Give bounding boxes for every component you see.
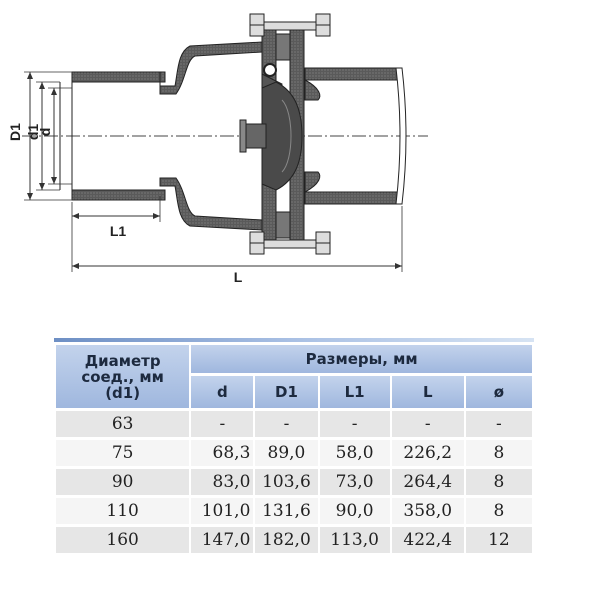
- table-row: 63 - - - - -: [56, 411, 532, 437]
- cell-L1: 113,0: [319, 527, 390, 553]
- cell-d1: 63: [56, 411, 190, 437]
- valve-drawing: D1 d1 d L1 L: [7, 13, 428, 285]
- label-L: L: [234, 269, 243, 285]
- check-disc: [261, 81, 303, 191]
- dimensions-table: Диаметр соед., мм (d1) Размеры, мм d D1 …: [54, 338, 534, 556]
- header-dimensions-group: Размеры, мм: [191, 345, 532, 373]
- cell-L1: 58,0: [319, 440, 390, 466]
- header-col-L1: L1: [319, 376, 390, 408]
- table-row: 75 68,3 89,0 58,0 226,2 8: [56, 440, 532, 466]
- label-L1: L1: [110, 223, 127, 239]
- cell-d: 147,0: [191, 527, 254, 553]
- cell-L: 422,4: [391, 527, 464, 553]
- cell-D1: 182,0: [255, 527, 318, 553]
- cell-d: -: [191, 411, 254, 437]
- cell-d: 83,0: [191, 469, 254, 495]
- table-top-bar: [54, 338, 534, 342]
- header-col-bolt-diameter: ø: [465, 376, 532, 408]
- cell-D1: 89,0: [255, 440, 318, 466]
- cell-d1: 75: [56, 440, 190, 466]
- cell-bolt: 8: [465, 469, 532, 495]
- header-diameter-line2: соед., мм: [81, 367, 164, 386]
- right-pipe-bottom-wall: [304, 191, 403, 205]
- header-diameter-line3: (d1): [105, 383, 141, 402]
- cell-d: 68,3: [191, 440, 254, 466]
- header-diameter-line1: Диаметр: [84, 351, 161, 370]
- cell-bolt: 8: [465, 440, 532, 466]
- cell-bolt: -: [465, 411, 532, 437]
- left-pipe-bottom-wall: [71, 189, 166, 201]
- table-row: 90 83,0 103,6 73,0 264,4 8: [56, 469, 532, 495]
- cell-D1: -: [255, 411, 318, 437]
- cell-bolt: 8: [465, 498, 532, 524]
- cell-d1: 90: [56, 469, 190, 495]
- cell-L: -: [391, 411, 464, 437]
- label-d1: d1: [25, 124, 41, 141]
- table-row: 160 147,0 182,0 113,0 422,4 12: [56, 527, 532, 553]
- cell-D1: 103,6: [255, 469, 318, 495]
- cell-L1: -: [319, 411, 390, 437]
- cell-L: 226,2: [391, 440, 464, 466]
- header-col-D1: D1: [255, 376, 318, 408]
- label-d: d: [37, 128, 53, 137]
- header-col-L: L: [391, 376, 464, 408]
- left-pipe-top-wall: [71, 71, 166, 83]
- cell-L: 358,0: [391, 498, 464, 524]
- cell-L: 264,4: [391, 469, 464, 495]
- cell-L1: 73,0: [319, 469, 390, 495]
- label-D1: D1: [7, 123, 23, 141]
- right-pipe-top-wall: [304, 67, 403, 81]
- cell-bolt: 12: [465, 527, 532, 553]
- cell-d: 101,0: [191, 498, 254, 524]
- cell-L1: 90,0: [319, 498, 390, 524]
- body-upper-curve: [159, 41, 263, 95]
- cell-D1: 131,6: [255, 498, 318, 524]
- hinge-pin: [263, 63, 277, 77]
- body-lower-curve: [159, 177, 263, 231]
- cell-d1: 160: [56, 527, 190, 553]
- disc-stem: [243, 123, 267, 149]
- cell-d1: 110: [56, 498, 190, 524]
- header-diameter: Диаметр соед., мм (d1): [56, 345, 190, 408]
- right-pipe-end: [395, 67, 407, 205]
- table-row: 110 101,0 131,6 90,0 358,0 8: [56, 498, 532, 524]
- header-col-d: d: [191, 376, 254, 408]
